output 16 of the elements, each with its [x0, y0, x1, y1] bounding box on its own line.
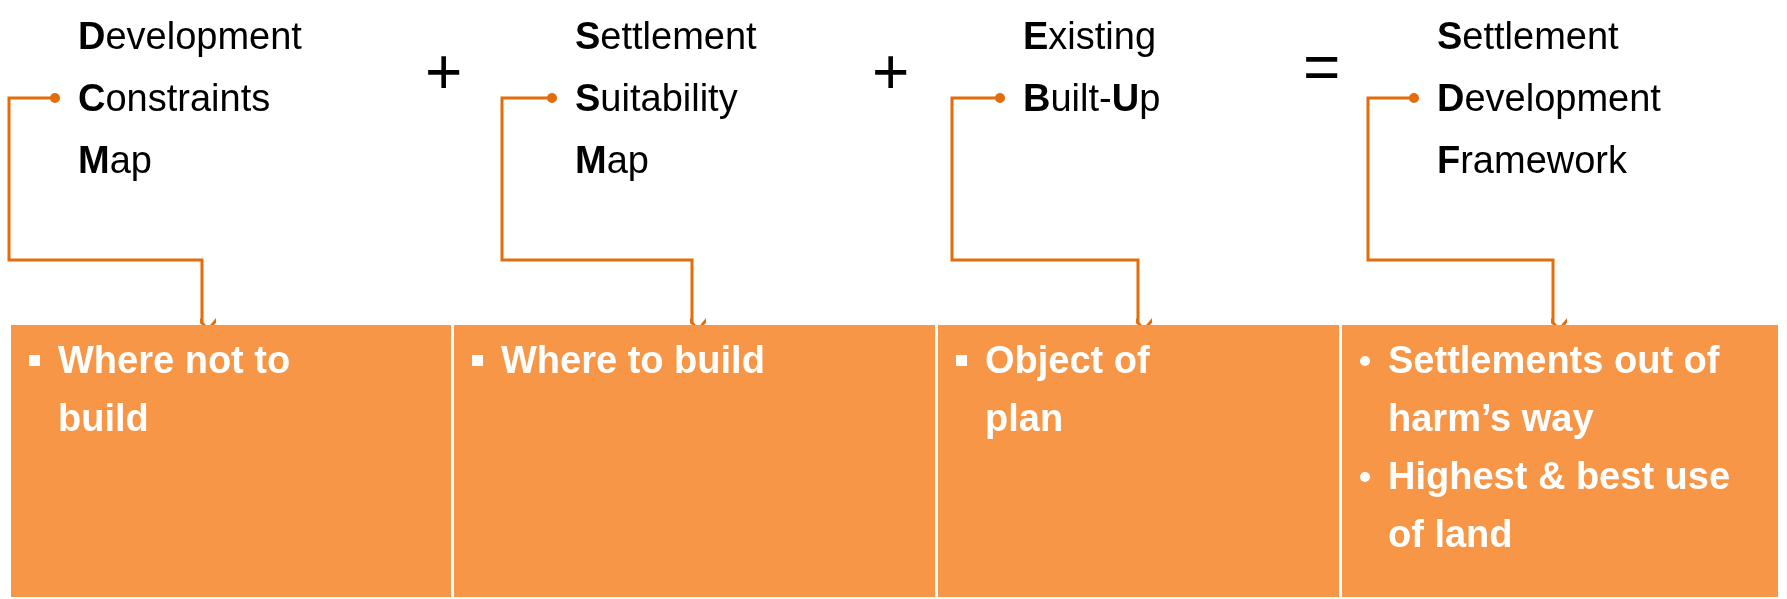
info-panel [11, 325, 451, 597]
info-panel [938, 325, 1339, 597]
operator-sign: + [425, 40, 463, 104]
info-panel [454, 325, 935, 597]
operator-sign: = [1303, 35, 1341, 99]
bullet-text: Object of plan [985, 338, 1151, 441]
map-title: Settlement Suitability Map [575, 14, 758, 183]
operator-sign: + [872, 40, 910, 104]
bullet-text: Highest & best use of land [1388, 454, 1732, 557]
bullet-text: Where to build [501, 338, 766, 383]
info-panel [1342, 325, 1778, 597]
map-title: Existing Built-Up [1023, 14, 1162, 121]
bullet-text: Settlements out of harm’s way [1388, 338, 1721, 441]
bullet-text: Where not to build [58, 338, 292, 441]
map-title: Development Constraints Map [78, 14, 303, 183]
map-title: Settlement Development Framework [1437, 14, 1662, 183]
